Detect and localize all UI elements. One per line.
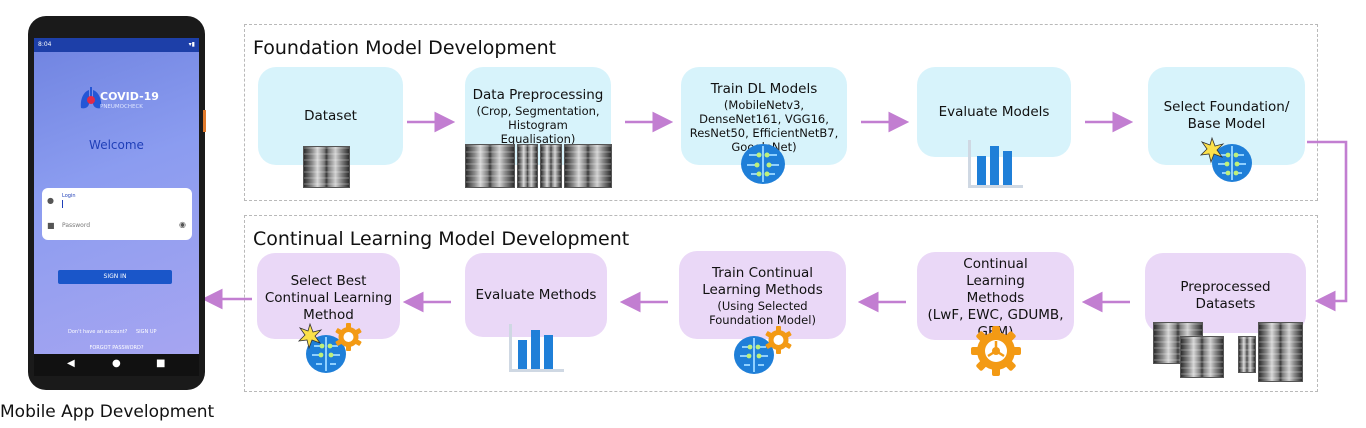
step-select-best-method: Select Best Continual Learning Method: [257, 253, 400, 339]
lock-icon: ■: [47, 221, 55, 230]
app-subtitle: PNEUMOCHECK: [100, 104, 143, 110]
step-evaluate-models-title: Evaluate Models: [938, 103, 1050, 120]
bar-chart-icon: [509, 324, 564, 372]
phone-side-button: [203, 110, 206, 132]
status-time: 8:04: [38, 41, 52, 48]
nav-bar: ◀ ● ■: [34, 354, 199, 376]
brain-star-gear-icon: [298, 322, 362, 373]
xray-image: [303, 146, 350, 188]
step-data-preprocessing-title: Data Preprocessing: [472, 87, 604, 103]
xray-image: [517, 144, 538, 188]
step-train-continual-learning: Train Continual Learning Methods (Using …: [679, 251, 846, 339]
bar-chart-icon: [968, 140, 1023, 188]
password-field[interactable]: Password: [62, 222, 91, 229]
phone-screen: 8:04 ▾▮ COVID-19 PNEUMOCHECK Welcome ● L…: [34, 38, 199, 376]
person-icon: ●: [47, 196, 54, 205]
arrow-select-to-preprocessed: [1307, 140, 1348, 312]
phone-mockup: 8:04 ▾▮ COVID-19 PNEUMOCHECK Welcome ● L…: [28, 16, 206, 390]
step-evaluate-models: Evaluate Models: [917, 67, 1071, 157]
step-select-foundation-model-title: Select Foundation/ Base Model: [1163, 99, 1290, 132]
xray-image: [1238, 336, 1256, 373]
xray-image: [1258, 322, 1303, 382]
mobile-caption: Mobile App Development: [0, 402, 215, 422]
foundation-section-title: Foundation Model Development: [253, 37, 557, 59]
xray-image: [540, 144, 562, 188]
status-bar: 8:04 ▾▮: [34, 38, 199, 52]
step-evaluate-methods-title: Evaluate Methods: [475, 286, 597, 303]
step-train-continual-learning-sub: (Using Selected Foundation Model): [709, 299, 816, 327]
sign-up-link[interactable]: SIGN UP: [136, 329, 157, 335]
recents-icon[interactable]: ■: [156, 358, 166, 369]
step-dataset-title: Dataset: [304, 107, 357, 124]
xray-image: [564, 144, 612, 188]
lungs-logo-icon: [80, 87, 102, 109]
step-train-dl-models-title: Train DL Models: [710, 81, 818, 97]
step-select-best-method-title: Select Best Continual Learning Method: [264, 273, 393, 323]
battery-icon: ▾▮: [188, 41, 195, 48]
no-account-text: Don't have an account?: [68, 329, 128, 335]
brain-gear-icon: [734, 326, 792, 374]
forgot-password-link[interactable]: FORGOT PASSWORD?: [89, 345, 144, 351]
home-icon[interactable]: ●: [112, 358, 121, 369]
step-preprocessed-datasets-title: Preprocessed Datasets: [1180, 279, 1271, 312]
brain-icon: [741, 144, 785, 184]
step-continual-learning-methods: Continual Learning Methods (LwF, EWC, GD…: [917, 252, 1074, 340]
login-card: ● Login ■ Password ◉: [42, 188, 192, 240]
login-field[interactable]: [62, 200, 63, 208]
step-data-preprocessing-sub: (Crop, Segmentation, Histogram Equalisat…: [476, 104, 600, 146]
brain-star-icon: [1200, 136, 1252, 182]
app-name: COVID-19: [100, 90, 159, 103]
step-preprocessed-datasets: Preprocessed Datasets: [1145, 253, 1306, 333]
login-label: Login: [62, 193, 76, 199]
xray-image: [1180, 336, 1224, 378]
xray-image: [465, 144, 515, 188]
welcome-heading: Welcome: [89, 138, 144, 152]
step-train-continual-learning-title: Train Continual Learning Methods: [702, 265, 823, 298]
step-evaluate-methods: Evaluate Methods: [465, 253, 607, 337]
continual-section-title: Continual Learning Model Development: [253, 228, 630, 250]
back-icon[interactable]: ◀: [67, 358, 75, 369]
sign-in-button[interactable]: SIGN IN: [58, 270, 172, 284]
step-continual-learning-methods-title: Continual Learning Methods: [963, 256, 1028, 306]
gear-icon: [971, 326, 1021, 376]
foundation-section: [244, 24, 1318, 201]
eye-icon[interactable]: ◉: [179, 220, 186, 229]
